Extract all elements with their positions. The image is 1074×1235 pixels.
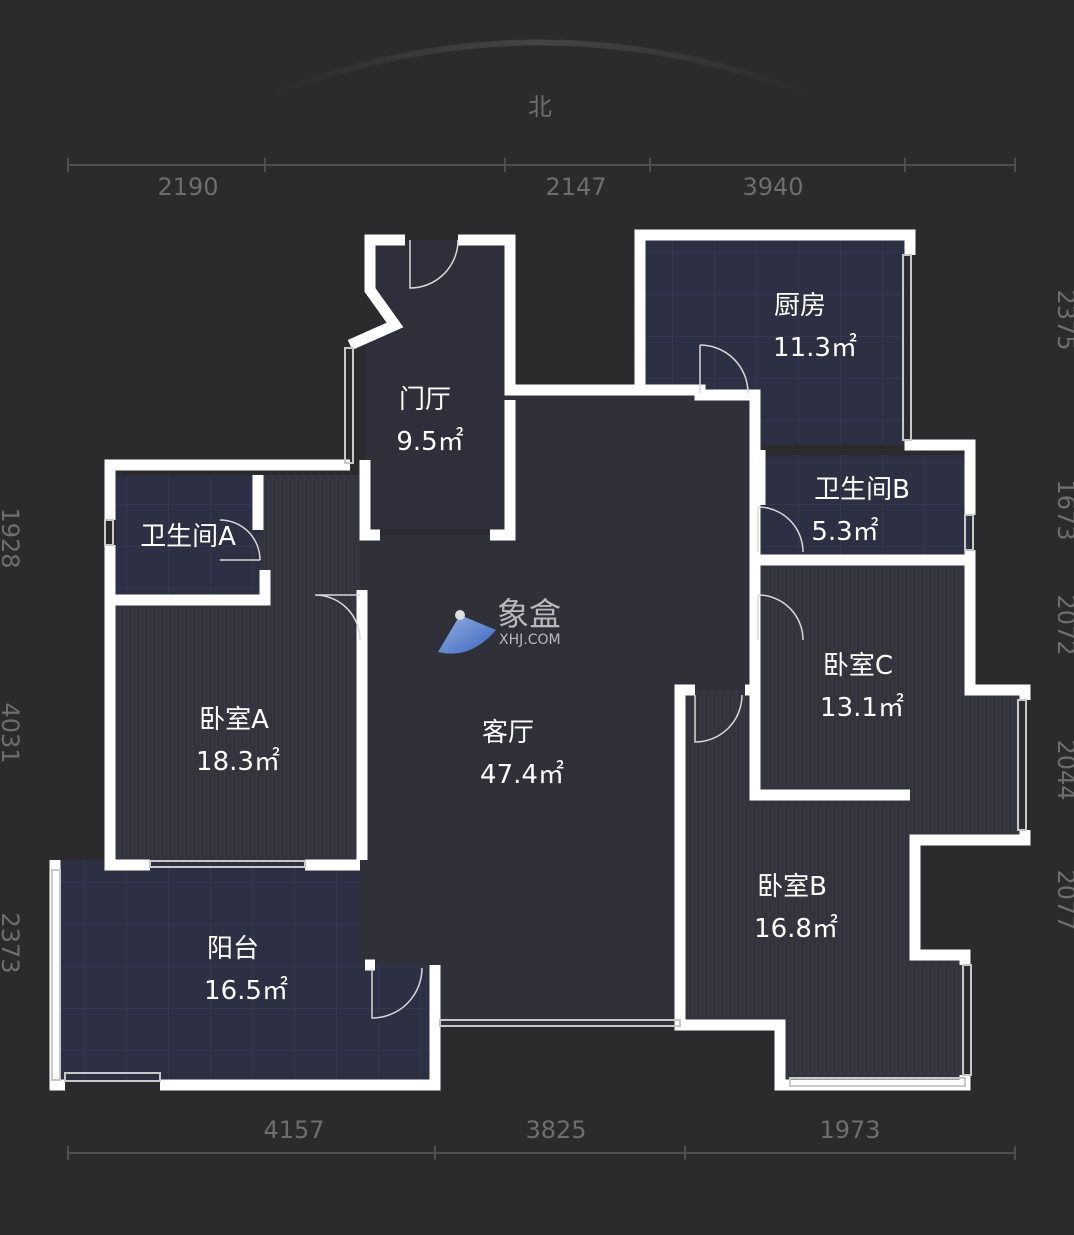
room-label-balcony: 阳台 (207, 934, 259, 964)
windows (51, 254, 1027, 1087)
room-label-bathroom-a: 卫生间A (140, 522, 236, 552)
room-kitchen[interactable] (645, 240, 905, 445)
logo-brand: 象盒 (497, 595, 561, 633)
dim-left-2: 4031 (0, 702, 24, 763)
room-bathroom-a[interactable] (115, 475, 260, 600)
dim-right-1: 2375 (1052, 289, 1074, 350)
room-label-bedroom-a: 卧室A (199, 705, 269, 735)
dim-right-2: 1673 (1052, 479, 1074, 540)
doors (219, 239, 804, 1019)
room-area-balcony: 16.5㎡ (204, 976, 288, 1006)
watermark-logo: 象盒 XHJ.COM (438, 595, 561, 654)
bottom-dimension-line (67, 1146, 1016, 1160)
dim-left-1: 1928 (0, 507, 24, 568)
top-dimension-line (67, 158, 1016, 172)
room-foyer[interactable] (365, 240, 510, 530)
dim-top-1: 2190 (157, 173, 218, 201)
room-label-kitchen: 厨房 (774, 291, 826, 321)
room-area-kitchen: 11.3㎡ (773, 333, 857, 363)
room-label-foyer: 门厅 (399, 385, 451, 415)
room-area-foyer: 9.5㎡ (396, 427, 463, 457)
room-living[interactable] (360, 390, 755, 1025)
room-bedroom-c[interactable] (760, 565, 1020, 835)
dim-bottom-3: 1973 (819, 1116, 880, 1144)
dim-bottom-1: 4157 (263, 1116, 324, 1144)
compass-arc (268, 39, 812, 98)
compass-north-label: 北 (528, 93, 552, 121)
room-label-bathroom-b: 卫生间B (814, 475, 910, 505)
logo-fan-icon (438, 615, 496, 654)
logo-site: XHJ.COM (499, 632, 561, 648)
room-area-living: 47.4㎡ (480, 760, 564, 790)
dim-right-4: 2044 (1052, 739, 1074, 800)
room-label-living: 客厅 (482, 718, 534, 748)
room-area-bathroom-b: 5.3㎡ (811, 517, 878, 547)
dim-top-3: 3940 (742, 173, 803, 201)
dim-right-3: 2072 (1052, 594, 1074, 655)
room-label-bedroom-c: 卧室C (823, 651, 893, 681)
room-label-bedroom-b: 卧室B (757, 872, 827, 902)
room-area-bedroom-b: 16.8㎡ (754, 914, 838, 944)
dim-left-3: 2373 (0, 912, 24, 973)
dim-top-2: 2147 (545, 173, 606, 201)
room-bedroom-a[interactable] (115, 475, 360, 860)
dim-right-5: 2077 (1052, 869, 1074, 930)
dim-bottom-2: 3825 (525, 1116, 586, 1144)
walls (49, 229, 1031, 1091)
room-bathroom-b[interactable] (760, 455, 970, 560)
room-balcony[interactable] (55, 860, 430, 1080)
room-area-bedroom-a: 18.3㎡ (196, 747, 280, 777)
room-area-bedroom-c: 13.1㎡ (820, 693, 904, 723)
